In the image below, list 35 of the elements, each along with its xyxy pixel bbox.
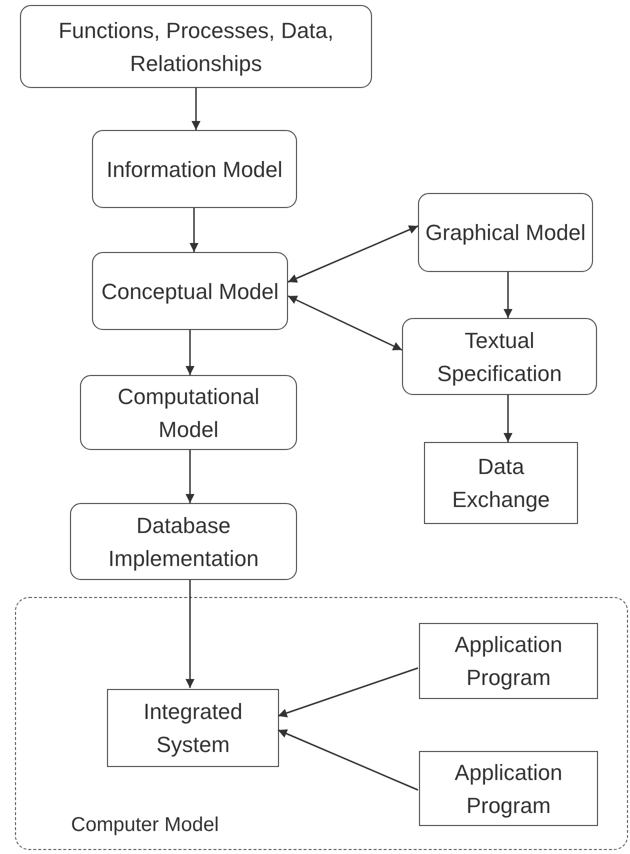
- process-box: [418, 193, 593, 272]
- arrow: [192, 88, 200, 130]
- node-label: Textual Specification: [436, 326, 563, 388]
- group-region: [15, 597, 628, 850]
- node-label: Application Program: [454, 631, 564, 692]
- node-label: Graphical Model: [424, 219, 587, 247]
- process-box: [92, 130, 297, 208]
- process-box: [80, 375, 297, 450]
- arrow: [504, 395, 512, 442]
- rectangle-box: [419, 623, 598, 699]
- node-label: Database Implementation: [107, 512, 260, 573]
- process-box: [70, 503, 297, 580]
- node-label: Computational Model: [116, 382, 260, 444]
- process-box: [20, 5, 372, 88]
- node-label: Information Model: [105, 156, 284, 184]
- rectangle-box: [419, 751, 598, 826]
- rectangle-box: [424, 442, 578, 524]
- arrow: [278, 729, 418, 791]
- node-label: Integrated System: [142, 698, 244, 759]
- arrow: [278, 667, 418, 718]
- arrow: [288, 295, 402, 351]
- process-box: [92, 252, 288, 330]
- arrow: [504, 272, 512, 318]
- group-label: Computer Model: [71, 814, 219, 837]
- node-label: Data Exchange: [451, 453, 551, 514]
- arrow: [186, 580, 194, 688]
- process-box: [402, 318, 597, 395]
- rectangle-box: [107, 689, 279, 767]
- node-label: Conceptual Model: [100, 278, 280, 306]
- arrow: [186, 450, 194, 503]
- arrow: [190, 208, 198, 252]
- node-label: Functions, Processes, Data, Relationships: [57, 16, 335, 78]
- arrow: [186, 330, 194, 375]
- node-label: Application Program: [454, 758, 564, 820]
- arrow: [288, 225, 418, 283]
